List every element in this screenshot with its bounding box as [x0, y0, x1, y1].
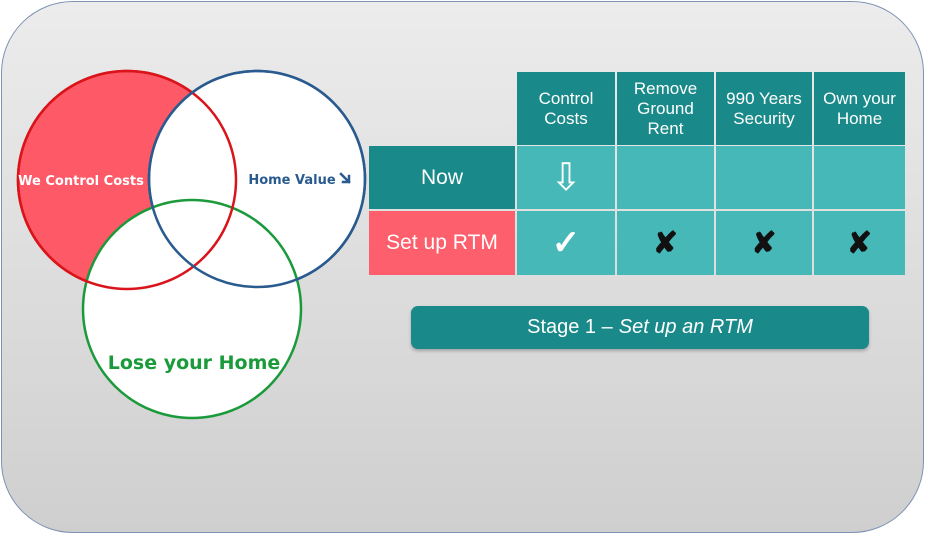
stage-banner: Stage 1 –Set up an RTM [411, 306, 869, 349]
venn-circle-lose-home [81, 198, 303, 420]
stage-emphasis: Set up an RTM [618, 316, 753, 338]
header-control-costs: Control Costs [517, 72, 615, 145]
cell-now-remove-ground-rent [617, 146, 714, 209]
arrow-down-right-icon [339, 172, 351, 184]
row-label-now: Now [369, 146, 515, 209]
row-label-set-up-rtm: Set up RTM [369, 211, 515, 275]
venn-label-lose-home: Lose your Home [108, 352, 281, 374]
venn-label-home-value: Home Value [248, 173, 336, 188]
stage-prefix: Stage 1 – [527, 316, 613, 338]
cross-icon: ✘ [814, 211, 905, 275]
cross-icon: ✘ [716, 211, 812, 275]
cross-icon: ✘ [617, 211, 714, 275]
checkmark-icon: ✓ [517, 211, 615, 275]
venn-label-control-costs: We Control Costs [18, 174, 144, 189]
cell-now-990-years [716, 146, 812, 209]
header-990-years-security: 990 Years Security [716, 72, 812, 145]
header-remove-ground-rent: Remove Ground Rent [617, 72, 714, 145]
venn-diagram: We Control Costs Home Value Lose your Ho… [16, 69, 367, 420]
header-own-your-home: Own your Home [814, 72, 905, 145]
down-arrow-icon: ⇩ [517, 146, 615, 209]
cell-now-own-home [814, 146, 905, 209]
